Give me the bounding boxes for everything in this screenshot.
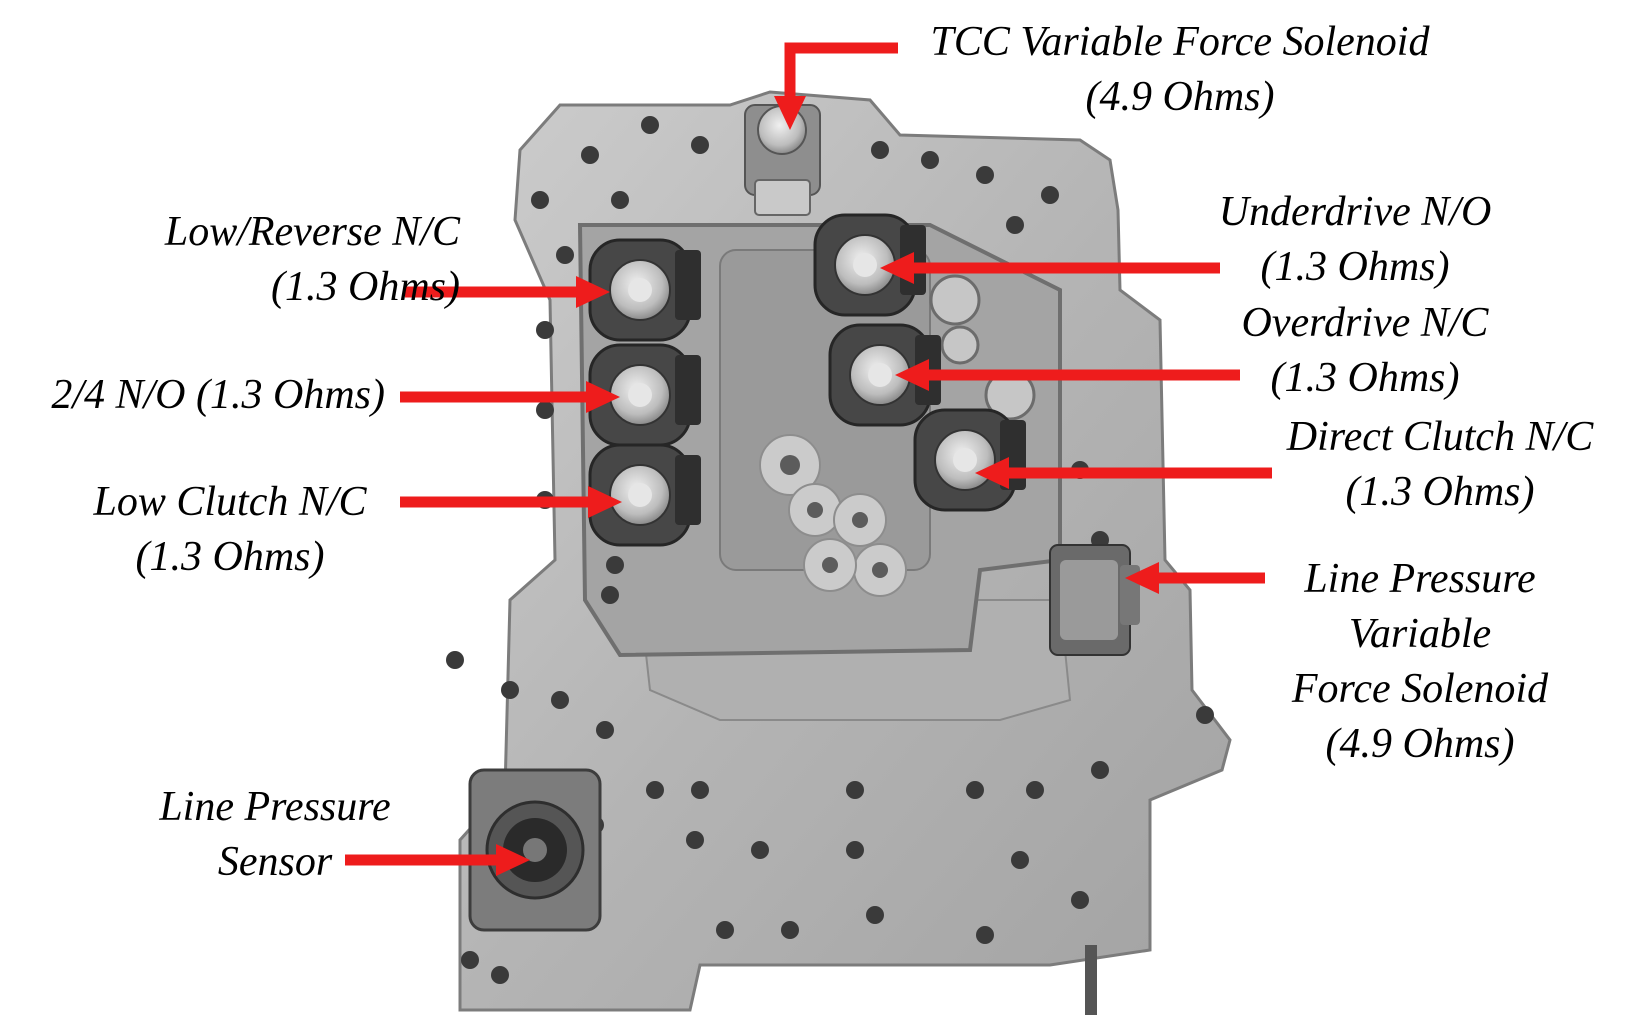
solenoids [588,213,1026,547]
center-lobe-holes [780,455,888,578]
bolt-hole [646,781,664,799]
label-tcc-solenoid: TCC Variable Force Solenoid (4.9 Ohms) [930,19,1430,120]
side-ports [929,274,1036,421]
arrow-icon [880,252,1220,284]
bolt-hole [1026,781,1044,799]
bolt-hole [866,906,884,924]
bolt-hole [1071,891,1089,909]
bolt-hole [536,321,554,339]
callout-arrows [345,42,1272,876]
bolt-hole [1196,706,1214,724]
bolt-hole [1041,186,1059,204]
bolt-hole [1011,851,1029,869]
bolt-hole [846,781,864,799]
bolt-hole [536,401,554,419]
bolt-hole [501,681,519,699]
solenoid-icon [813,213,926,317]
label-low-reverse: Low/Reverse N/C (1.3 Ohms) [164,209,460,310]
solenoid-icon [828,323,941,427]
bolt-hole [846,841,864,859]
arrow-icon [400,486,622,518]
label-low-clutch: Low Clutch N/C (1.3 Ohms) [93,479,367,580]
arrow-icon [975,457,1272,489]
label-underdrive: Underdrive N/O (1.3 Ohms) [1218,189,1492,290]
arrow-icon [400,381,620,413]
arrow-icon [774,42,898,130]
bolt-hole [1006,216,1024,234]
label-line-pressure-vfs: Line Pressure Variable Force Solenoid (4… [1291,556,1549,767]
solenoid-icon [913,408,1026,512]
bolt-hole [556,246,574,264]
bolt-hole [976,926,994,944]
locator-pin [1085,945,1097,1015]
bolt-hole [871,141,889,159]
bolt-hole [601,586,619,604]
bolt-hole [596,721,614,739]
solenoid-icon [588,238,701,342]
bolt-hole [531,191,549,209]
bolt-hole [551,691,569,709]
bolt-hole [641,116,659,134]
bolt-hole [966,781,984,799]
bolt-hole [606,556,624,574]
bolt-hole [751,841,769,859]
bolt-hole [716,921,734,939]
bolt-hole [781,921,799,939]
label-line-pressure-sensor: Line Pressure Sensor [159,784,391,885]
arrow-icon [895,359,1240,391]
bolt-hole [446,651,464,669]
label-two-four: 2/4 N/O (1.3 Ohms) [51,372,385,418]
bolt-hole [611,191,629,209]
bolt-hole [691,781,709,799]
solenoid-icon [588,443,701,547]
bolt-hole [1091,761,1109,779]
label-overdrive: Overdrive N/C (1.3 Ohms) [1241,300,1489,401]
line-pressure-vfs-icon [1049,544,1140,656]
pressure-sensor-icon [468,768,602,932]
bolt-hole [691,136,709,154]
bolt-hole [491,966,509,984]
arrow-icon [405,276,610,308]
arrow-icon [1125,562,1265,594]
arrow-icon [345,844,530,876]
bolt-hole [976,166,994,184]
solenoid-icon [588,343,701,447]
bolt-hole [461,951,479,969]
label-direct-clutch: Direct Clutch N/C (1.3 Ohms) [1286,414,1594,515]
bolt-hole [921,151,939,169]
tcc-solenoid-icon [744,104,821,216]
bolt-hole [581,146,599,164]
bolt-hole [686,831,704,849]
